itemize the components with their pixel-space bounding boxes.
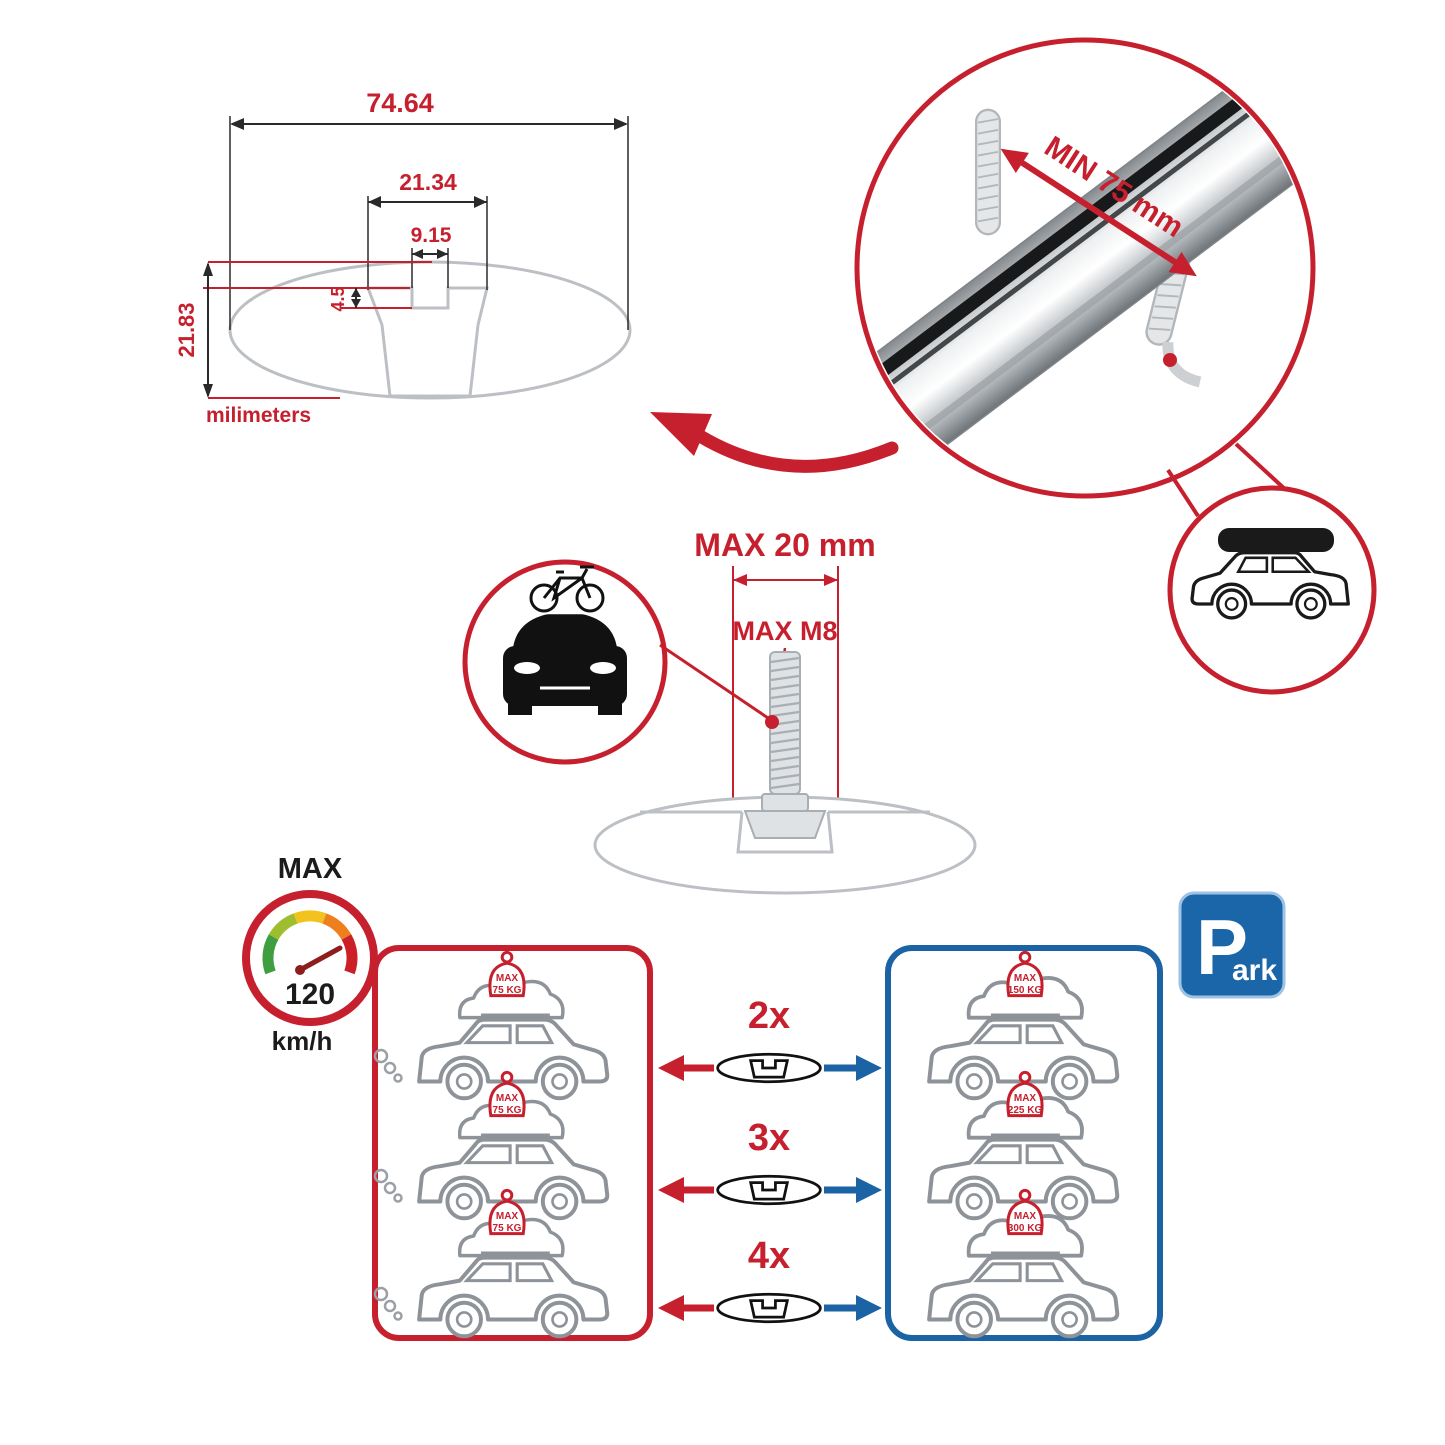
- cross-section-diagram: 74.64 21.34 9.15 4.5 21.83 milimeters: [174, 88, 632, 427]
- max-diameter-label: MAX 20 mm: [694, 527, 875, 563]
- arrowhead: [658, 1295, 684, 1321]
- crossbar-photo-circle: MIN 75 mm: [650, 37, 1316, 518]
- car-with-load-row: MAX 300 KG: [927, 1188, 1120, 1339]
- callout-line: [659, 643, 769, 720]
- arrowhead: [658, 1177, 684, 1203]
- parking-letter: P: [1196, 903, 1248, 991]
- driving-load-box: MAX 75 KG MAX 75 KG MAX 75 KG: [372, 945, 653, 1341]
- tag-load: 75 KG: [493, 1105, 522, 1116]
- arrowhead: [614, 118, 628, 130]
- gauge-needle: [297, 945, 343, 973]
- slot-depth-label: 4.5: [328, 286, 348, 311]
- arrowhead: [412, 249, 423, 259]
- tag-title: MAX: [1014, 973, 1037, 984]
- crossbar-section-icon: [716, 1292, 822, 1324]
- slot-width-label: 9.15: [411, 224, 452, 247]
- car-with-load-row: MAX 150 KG: [927, 950, 1120, 1101]
- clamp-base-icon: [1162, 341, 1202, 388]
- tag-title: MAX: [1014, 1093, 1037, 1104]
- arrowhead: [1168, 252, 1197, 277]
- bolt-diagram: MAX 20 mm MAX M8: [593, 527, 977, 895]
- pointer-arrow-icon: [693, 429, 899, 473]
- speed-limit-gauge: MAX 120 km/h: [242, 853, 378, 1056]
- parking-suffix: ark: [1232, 954, 1277, 987]
- arrowhead: [856, 1055, 882, 1081]
- gauge-arcs: [262, 910, 358, 975]
- speed-max-label: MAX: [278, 853, 343, 885]
- arrowhead: [230, 118, 244, 130]
- bar-count: 3x: [748, 1117, 790, 1159]
- parking-sign: P ark: [1178, 891, 1286, 999]
- crossbar-section-icon: [716, 1052, 822, 1084]
- callout-dot: [765, 715, 779, 729]
- arrowhead: [658, 1055, 684, 1081]
- speed-unit: km/h: [272, 1026, 333, 1056]
- callout-line: [1234, 442, 1290, 494]
- bike-car-circle: [462, 559, 769, 765]
- car-with-load-row: MAX 75 KG: [373, 950, 610, 1101]
- bar-section-outline: [228, 260, 632, 400]
- t-slot-profile: [640, 810, 930, 854]
- callout-line: [1166, 468, 1200, 518]
- arrowhead: [824, 574, 838, 586]
- clamp-rod-icon: [974, 108, 1002, 236]
- car-with-load-row: MAX 75 KG: [373, 1070, 610, 1221]
- bar-count: 4x: [748, 1235, 790, 1277]
- units-label: milimeters: [206, 404, 311, 427]
- bar-count-column: 2x 3x 4x: [658, 995, 882, 1324]
- bolt-icon: [743, 651, 827, 839]
- arrowhead: [203, 262, 213, 276]
- circle-ring: [854, 37, 1316, 499]
- exhaust-icon: [373, 1048, 403, 1083]
- tag-title: MAX: [496, 973, 519, 984]
- arrowhead: [437, 249, 448, 259]
- tag-title: MAX: [496, 1211, 519, 1222]
- parked-load-box: MAX 150 KG MAX 225 KG MAX 300 KG: [885, 945, 1163, 1341]
- tag-load: 75 KG: [493, 985, 522, 996]
- arrowhead: [1000, 148, 1029, 174]
- arrowhead: [368, 196, 381, 208]
- arrowhead: [351, 299, 361, 308]
- arrowhead: [351, 288, 361, 297]
- car-front-icon: [503, 611, 627, 715]
- tag-load: 225 KG: [1008, 1105, 1043, 1116]
- arrowhead: [203, 384, 213, 398]
- tag-load: 300 KG: [1008, 1223, 1043, 1234]
- parking-sign-plate: [1178, 891, 1286, 999]
- arrowhead: [856, 1177, 882, 1203]
- car-with-load-row: MAX 75 KG: [373, 1188, 610, 1339]
- crossbar-section-icon: [716, 1174, 822, 1206]
- max-thread-label: MAX M8: [732, 616, 837, 646]
- tag-title: MAX: [1014, 1211, 1037, 1222]
- bike-icon: [529, 565, 605, 613]
- arrowhead: [856, 1295, 882, 1321]
- bar-count: 2x: [748, 995, 790, 1037]
- channel-width-label: 21.34: [399, 169, 457, 195]
- arrowhead: [650, 412, 712, 456]
- gauge-pivot: [295, 965, 305, 975]
- tag-load: 75 KG: [493, 1223, 522, 1234]
- total-height-label: 21.83: [174, 302, 199, 357]
- arrowhead: [474, 196, 487, 208]
- callout-dot: [1163, 353, 1177, 367]
- tag-load: 150 KG: [1008, 985, 1043, 996]
- exhaust-icon: [373, 1286, 403, 1321]
- t-slot-profile: [365, 286, 489, 398]
- exhaust-icon: [373, 1168, 403, 1203]
- speed-value: 120: [285, 978, 335, 1011]
- tag-title: MAX: [496, 1093, 519, 1104]
- total-width-label: 74.64: [366, 88, 434, 118]
- roof-box-icon: [1218, 528, 1334, 552]
- car-with-load-row: MAX 225 KG: [927, 1070, 1120, 1221]
- arrowhead: [733, 574, 747, 586]
- roofbox-car-circle: [1167, 485, 1377, 695]
